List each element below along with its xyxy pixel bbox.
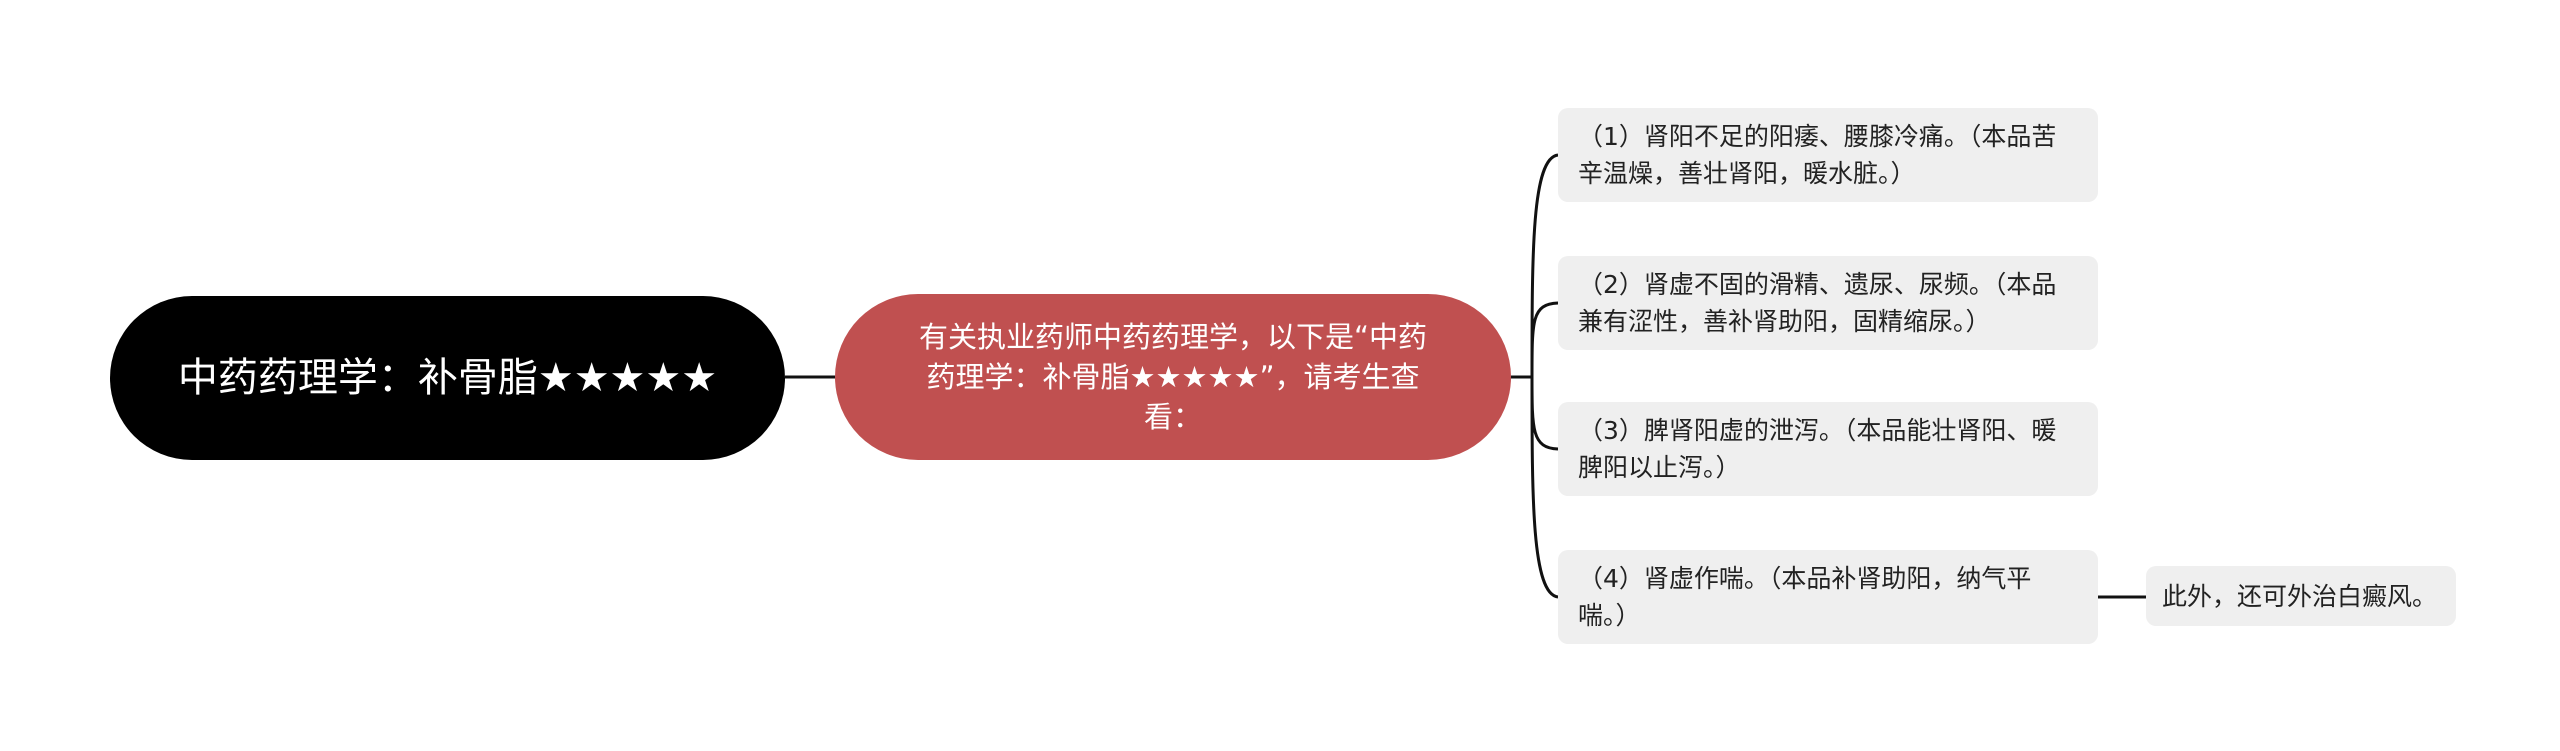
root-topic-label: 中药药理学：补骨脂★★★★★ bbox=[177, 355, 718, 401]
sub-item-node[interactable]: 此外，还可外治白癜风。 bbox=[2146, 566, 2456, 626]
center-topic[interactable]: 有关执业药师中药药理学，以下是“中药药理学：补骨脂★★★★★”，请考生查看： bbox=[835, 294, 1511, 460]
item-node-2[interactable]: （2）肾虚不固的滑精、遗尿、尿频。（本品兼有涩性，善补肾助阳，固精缩尿。） bbox=[1558, 256, 2098, 350]
item-node-4[interactable]: （4）肾虚作喘。（本品补肾助阳，纳气平喘。） bbox=[1558, 550, 2098, 644]
item-node-1[interactable]: （1）肾阳不足的阳痿、腰膝冷痛。（本品苦辛温燥，善壮肾阳，暖水脏。） bbox=[1558, 108, 2098, 202]
item-node-label: （3）脾肾阳虚的泄泻。（本品能壮肾阳、暖脾阳以止泻。） bbox=[1578, 416, 2057, 482]
center-to-items-connector bbox=[1511, 153, 1559, 599]
item-node-label: （1）肾阳不足的阳痿、腰膝冷痛。（本品苦辛温燥，善壮肾阳，暖水脏。） bbox=[1578, 122, 2057, 188]
item-node-label: （2）肾虚不固的滑精、遗尿、尿频。（本品兼有涩性，善补肾助阳，固精缩尿。） bbox=[1578, 270, 2057, 336]
item-node-3[interactable]: （3）脾肾阳虚的泄泻。（本品能壮肾阳、暖脾阳以止泻。） bbox=[1558, 402, 2098, 496]
item-node-label: （4）肾虚作喘。（本品补肾助阳，纳气平喘。） bbox=[1578, 564, 2032, 630]
sub-item-label: 此外，还可外治白癜风。 bbox=[2162, 581, 2438, 611]
root-topic[interactable]: 中药药理学：补骨脂★★★★★ bbox=[110, 296, 785, 460]
center-topic-label: 有关执业药师中药药理学，以下是“中药药理学：补骨脂★★★★★”，请考生查看： bbox=[918, 320, 1428, 434]
